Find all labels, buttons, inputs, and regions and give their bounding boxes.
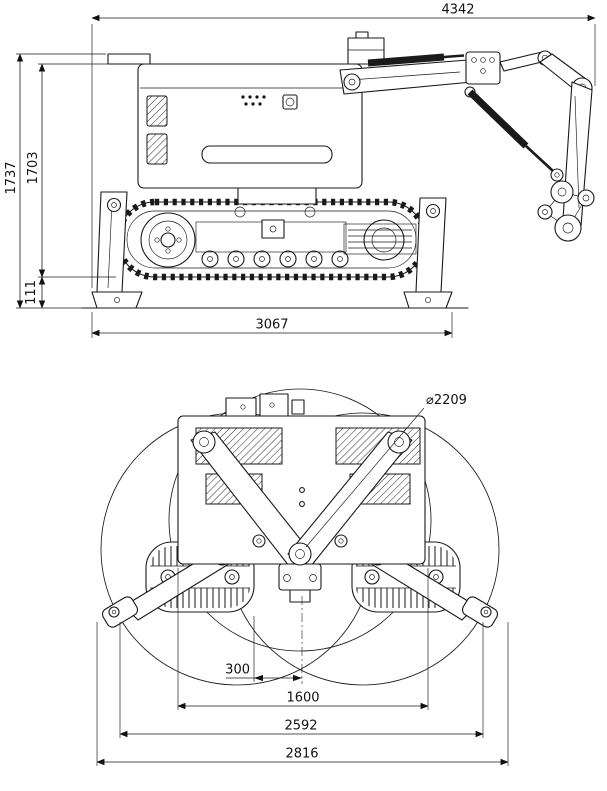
dim-support-spread-label: 2592 [284,719,317,734]
dim-overall-length: 4342 [91,3,596,288]
dim-overall-height: 1737 [4,53,106,309]
dim-support-spread: 2592 [119,622,484,738]
dim-center-offset: 300 [225,616,302,682]
control-badge [282,94,298,110]
dim-body-height-label: 1703 [26,151,41,184]
dim-chassis-length-label: 3067 [255,318,288,333]
side-view: 4342 1737 1703 111 3067 [4,3,596,338]
machine-body [107,31,385,205]
dim-lift-height-label: 111 [24,280,39,305]
boom-a-frame [190,430,413,603]
vent-grille [146,133,168,165]
dim-overall-height-label: 1737 [4,161,19,194]
dim-swing-diameter: ⌀2209 [305,393,467,548]
dim-swing-diameter-label: ⌀2209 [426,393,467,408]
dim-chassis-length: 3067 [91,312,453,338]
dim-overall-width-label: 2816 [285,747,318,762]
dim-body-height: 1703 [26,63,136,278]
dim-overall-width: 2816 [96,622,509,766]
demolition-arm [339,50,595,242]
front-outrigger [91,191,143,309]
dim-center-offset-label: 300 [225,663,250,678]
dim-track-gauge: 1600 [177,568,429,710]
dim-overall-length-label: 4342 [441,3,474,18]
dim-lift-height: 111 [24,276,46,309]
dim-track-gauge-label: 1600 [286,691,319,706]
vent-grille [146,95,168,127]
handle-slot [201,145,333,164]
track-assembly [114,198,429,281]
rear-view: ⌀2209 300 1600 2592 [96,388,509,766]
rear-outrigger [403,197,453,309]
